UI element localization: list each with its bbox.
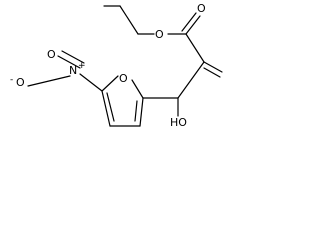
- bond-c-carbonyl-1: [185, 15, 201, 35]
- bond-nitro-o-lower: [27, 75, 71, 87]
- atom-nitro-nitrogen: N: [69, 64, 77, 77]
- bond-c5-nitro: [79, 73, 103, 92]
- chemical-structure-canvas: O O O HO N + O - O: [0, 0, 245, 155]
- bond-furan-c5-c4-inner: [106, 92, 115, 122]
- bond-c-carbonyl-2: [181, 12, 197, 32]
- bond-furan-c3-c2-inner: [134, 100, 138, 122]
- charge-nitro-nitrogen: +: [78, 61, 86, 71]
- bond-ethyl-ch3-ch2: [119, 5, 139, 35]
- bond-methylene-2: [203, 67, 221, 78]
- bond-alpha-carbinol: [177, 61, 205, 99]
- bond-methylene-1: [203, 61, 223, 73]
- molecule-drawing: O O O HO N + O - O: [10, 2, 223, 129]
- bond-nitro-o-upper-1: [57, 55, 81, 69]
- bond-nitro-o-upper-2: [61, 50, 85, 64]
- bond-furan-c5-c4: [101, 90, 111, 127]
- atom-furan-oxygen: O: [119, 72, 128, 85]
- atom-ester-ether-oxygen: O: [155, 28, 164, 41]
- bond-furan-c2-o: [131, 79, 144, 99]
- atom-hydroxyl: HO: [170, 116, 187, 129]
- atom-ester-carbonyl-oxygen: O: [197, 2, 206, 15]
- charge-nitro-oxygen-anion: -: [10, 75, 13, 85]
- atom-nitro-oxygen-anion: O: [16, 76, 25, 89]
- bond-furan-c3-c2: [139, 97, 144, 127]
- bond-furan-o-c5: [101, 75, 119, 92]
- atom-nitro-oxygen-double: O: [47, 48, 56, 61]
- bond-ester-alpha: [185, 33, 205, 63]
